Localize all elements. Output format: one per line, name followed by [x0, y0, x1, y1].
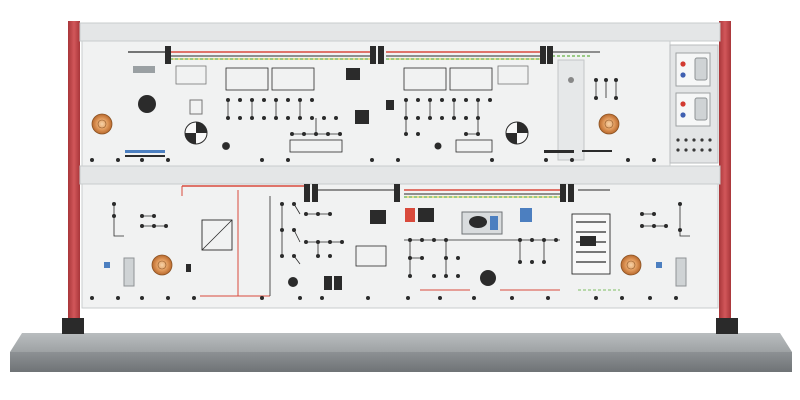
upper-panel [81, 40, 719, 167]
socket-icon [288, 277, 298, 287]
upper-bus [128, 46, 600, 64]
desk [10, 333, 792, 372]
relay-icon [346, 68, 360, 80]
sensor-icon [123, 257, 135, 287]
upper-relay-block-left [222, 67, 369, 153]
top-rail [79, 22, 721, 42]
desk-top [10, 333, 792, 352]
middle-rail [79, 165, 721, 185]
right-foot [716, 318, 738, 334]
lower-panel [81, 183, 719, 309]
desk-front [10, 352, 792, 372]
regulator-icon [201, 219, 233, 251]
lower-bus [182, 184, 610, 202]
horn-icon [138, 95, 156, 113]
relay-icon [370, 210, 386, 224]
socket-icon [497, 65, 529, 85]
lower-right-cluster [571, 202, 690, 300]
relay-icon [418, 208, 434, 222]
left-post [68, 21, 80, 333]
measurement-module [669, 44, 719, 164]
motor-icon [480, 270, 496, 286]
upper-right-cluster [497, 59, 620, 161]
display-icon [133, 66, 155, 73]
lamp-icon [91, 113, 113, 135]
right-post [719, 21, 731, 333]
lower-left-cluster [90, 186, 270, 300]
lower-center-left [260, 196, 387, 300]
upper-relay-block-right [386, 67, 493, 153]
lower-center [404, 208, 560, 300]
upper-terminal-row [90, 158, 656, 162]
left-foot [62, 318, 84, 334]
lamp-icon [151, 254, 173, 276]
sensor-icon [675, 257, 687, 287]
lamp-icon [598, 113, 620, 135]
lamp-icon [620, 254, 642, 276]
upper-left-cluster [91, 65, 230, 157]
